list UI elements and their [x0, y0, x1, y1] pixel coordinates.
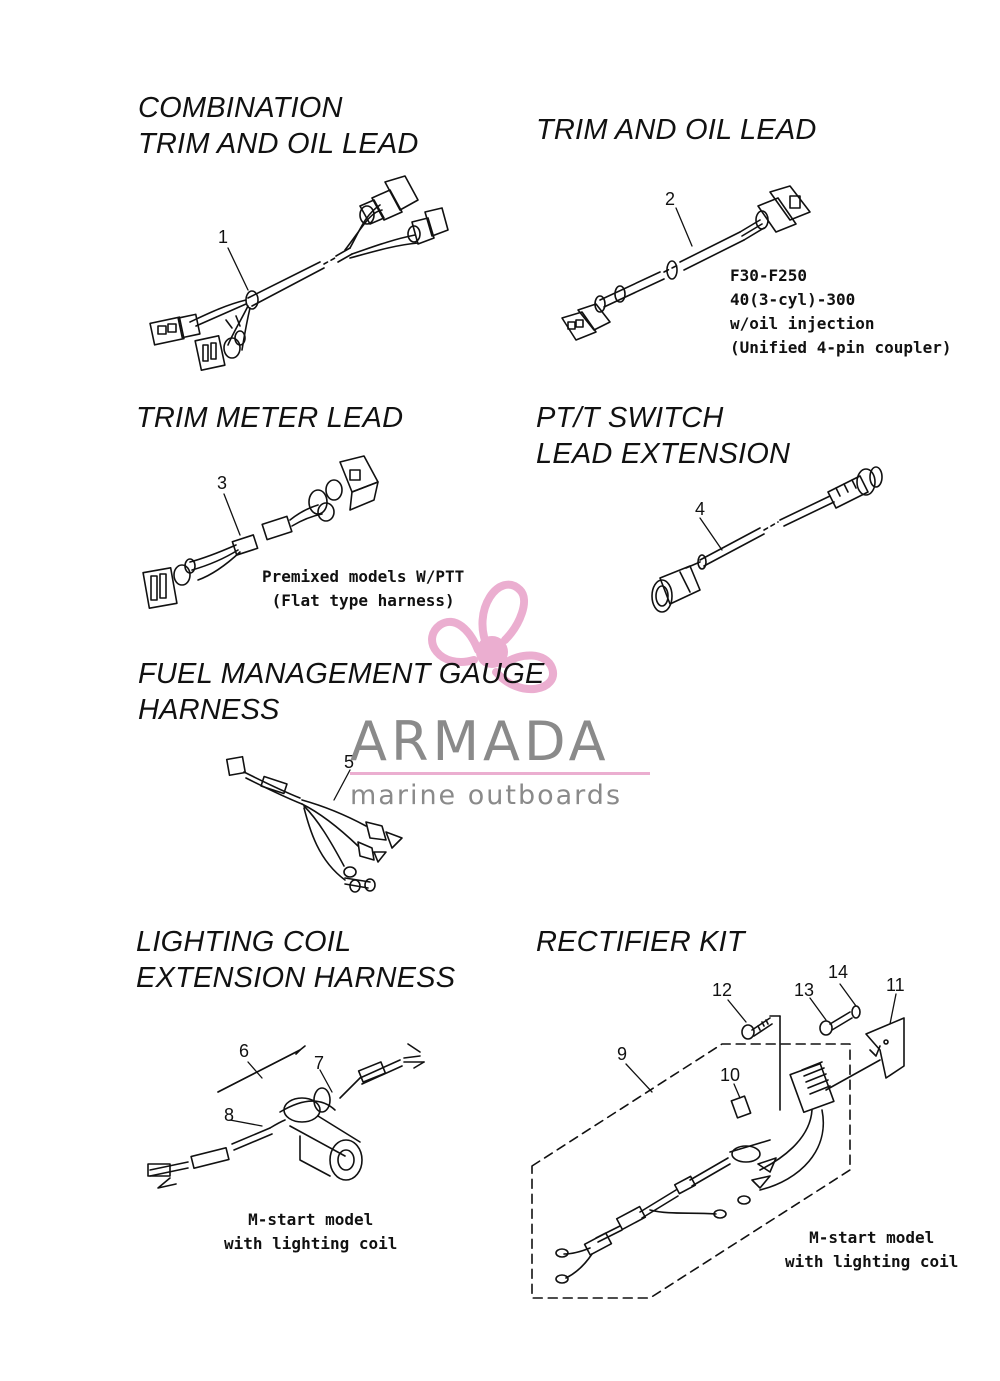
leader-lines	[217, 207, 897, 1127]
title-fuel-gauge-line1: FUEL MANAGEMENT GAUGE	[138, 658, 545, 690]
title-combination: COMBINATION TRIM AND OIL LEAD	[138, 90, 419, 162]
title-ptt-switch-line1: PT/T SWITCH	[536, 402, 724, 434]
title-ptt-switch-line2: LEAD EXTENSION	[536, 438, 791, 470]
note-line: 40(3-cyl)-300	[730, 290, 856, 309]
part-number-13: 13	[794, 980, 814, 1000]
title-ptt-switch: PT/T SWITCH LEAD EXTENSION	[536, 400, 790, 472]
part-number-14: 14	[828, 962, 848, 982]
title-lighting-coil-line1: LIGHTING COIL	[136, 926, 352, 958]
title-combination-line2: TRIM AND OIL LEAD	[138, 128, 419, 160]
part-number-5: 5	[344, 752, 354, 772]
note-line: with lighting coil	[224, 1234, 398, 1253]
note-lighting-coil: M-start model with lighting coil	[224, 1208, 397, 1256]
part-number-3: 3	[217, 473, 227, 493]
title-lighting-coil-line2: EXTENSION HARNESS	[136, 962, 456, 994]
note-trim-meter-lead: Premixed models W/PTT (Flat type harness…	[262, 565, 464, 613]
title-combination-line1: COMBINATION	[138, 92, 343, 124]
part-4-ptt-switch-lead	[651, 466, 883, 613]
part-1-combination-lead	[149, 175, 449, 371]
note-line: F30-F250	[730, 266, 808, 285]
part-number-7: 7	[314, 1053, 324, 1073]
title-lighting-coil: LIGHTING COIL EXTENSION HARNESS	[136, 924, 455, 996]
watermark-logo	[350, 580, 650, 775]
note-rectifier-kit: M-start model with lighting coil	[785, 1226, 958, 1274]
note-trim-oil-lead: F30-F250 40(3-cyl)-300 w/oil injection (…	[730, 264, 952, 360]
part-number-11: 11	[886, 975, 905, 995]
title-trim-oil-lead: TRIM AND OIL LEAD	[536, 114, 817, 146]
part-6-8-lighting-coil-harness	[147, 1043, 425, 1189]
part-number-1: 1	[218, 227, 228, 247]
part-number-4: 4	[695, 499, 705, 519]
title-fuel-gauge-line2: HARNESS	[138, 694, 280, 726]
part-9-14-rectifier-kit	[531, 1005, 905, 1299]
part-number-labels: 1 2 3 4 5 6 7 8 9 10 11 12 13 14	[217, 189, 905, 1125]
note-line: (Flat type harness)	[271, 591, 455, 610]
part-3-trim-meter-lead	[142, 455, 379, 609]
part-number-8: 8	[224, 1105, 234, 1125]
part-5-fuel-gauge-harness	[225, 755, 403, 893]
note-line: with lighting coil	[785, 1252, 959, 1271]
part-number-6: 6	[239, 1041, 249, 1061]
watermark-tagline: marine outboards	[350, 780, 623, 811]
title-fuel-gauge: FUEL MANAGEMENT GAUGE HARNESS	[138, 656, 545, 728]
note-line: w/oil injection	[730, 314, 875, 333]
note-line: (Unified 4-pin coupler)	[730, 338, 952, 357]
part-2-trim-oil-lead	[561, 185, 811, 341]
title-rectifier-kit: RECTIFIER KIT	[536, 926, 745, 958]
watermark-brand: ARMADA	[350, 710, 610, 773]
part-number-12: 12	[712, 980, 732, 1000]
part-number-9: 9	[617, 1044, 627, 1064]
note-line: M-start model	[809, 1228, 935, 1247]
note-line: M-start model	[248, 1210, 374, 1229]
part-number-10: 10	[720, 1065, 740, 1085]
title-trim-meter-lead: TRIM METER LEAD	[136, 402, 404, 434]
note-line: Premixed models W/PTT	[262, 567, 465, 586]
part-number-2: 2	[665, 189, 675, 209]
